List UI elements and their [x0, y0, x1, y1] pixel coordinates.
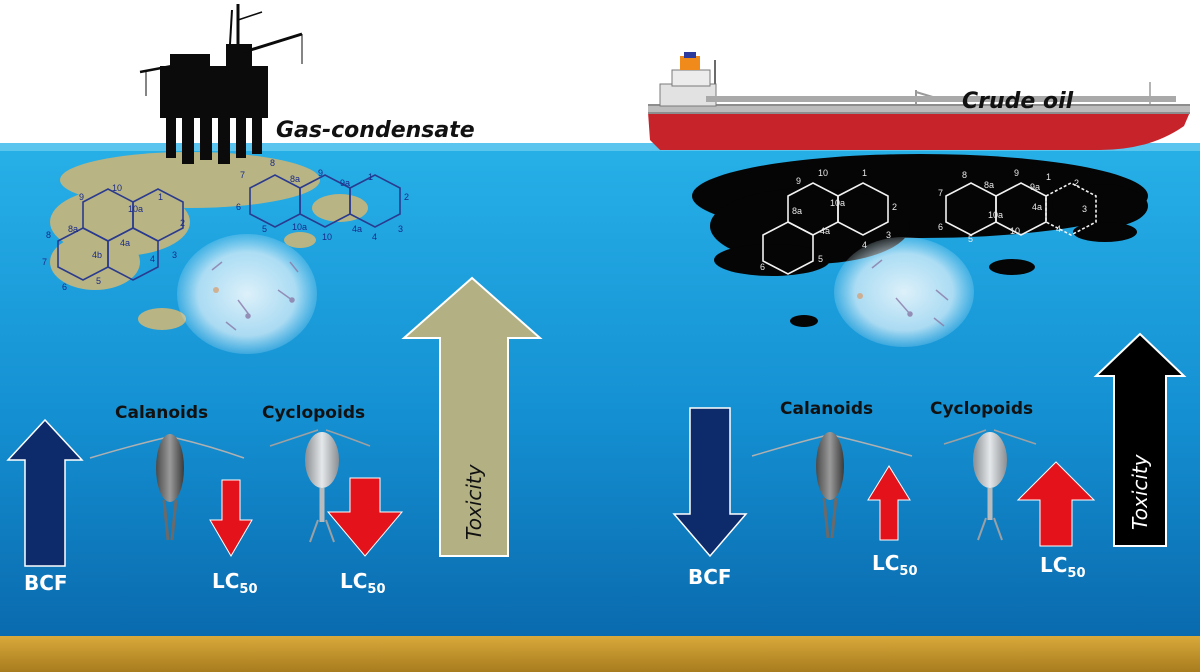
svg-text:8: 8	[270, 158, 275, 168]
calanoids-label-right: Calanoids	[780, 399, 873, 419]
crude-oil-slick	[692, 154, 1148, 327]
svg-text:10a: 10a	[128, 204, 143, 214]
lc50-label-right-cyclopoid: LC50	[1040, 553, 1086, 581]
toxicity-arrow-up-right	[1093, 332, 1187, 547]
svg-text:10: 10	[818, 168, 828, 178]
svg-text:4: 4	[372, 232, 377, 242]
plankton-bubble-left	[177, 234, 317, 354]
bcf-arrow-down-right	[672, 407, 748, 558]
calanoid-copepod-left	[89, 434, 245, 541]
svg-text:2: 2	[1074, 178, 1079, 188]
svg-text:4: 4	[150, 254, 155, 264]
pah-numbers-left-a: 9 10 10a 1 2 3 4 4a 4b 5 6 7 8 8a	[42, 183, 185, 292]
svg-text:6: 6	[236, 202, 241, 212]
svg-text:8a: 8a	[290, 174, 300, 184]
svg-text:5: 5	[968, 234, 973, 244]
svg-text:9: 9	[318, 168, 323, 178]
bcf-label-left: BCF	[24, 571, 68, 595]
svg-text:7: 7	[938, 188, 943, 198]
lc50-label-left-cyclopoid: LC50	[340, 569, 386, 597]
lc50-arrow-down-left-cyclopoid	[326, 477, 404, 557]
pah-molecule-left-a	[57, 188, 184, 281]
svg-text:1: 1	[158, 192, 163, 202]
svg-text:10a: 10a	[988, 210, 1003, 220]
lc50-arrow-up-right-cyclopoid	[1016, 461, 1096, 547]
svg-text:4b: 4b	[92, 250, 102, 260]
lc50-label-right-calanoid: LC50	[872, 551, 918, 579]
svg-text:8a: 8a	[68, 224, 78, 234]
gas-condensate-slick	[50, 152, 368, 330]
svg-text:10: 10	[112, 183, 122, 193]
svg-text:1: 1	[1046, 172, 1051, 182]
bcf-arrow-up-left	[6, 418, 84, 567]
calanoids-label-left: Calanoids	[115, 403, 208, 423]
svg-text:4a: 4a	[352, 224, 362, 234]
svg-text:7: 7	[240, 170, 245, 180]
svg-text:10: 10	[1010, 226, 1020, 236]
cyclopoids-label-left: Cyclopoids	[262, 403, 365, 423]
svg-text:5: 5	[96, 276, 101, 286]
svg-text:7: 7	[42, 257, 47, 267]
svg-text:10a: 10a	[292, 222, 307, 232]
oil-platform-icon	[139, 4, 303, 164]
right-title: Crude oil	[962, 89, 1074, 114]
svg-text:8: 8	[962, 170, 967, 180]
oil-tanker-ship-icon	[648, 52, 1190, 150]
svg-text:6: 6	[938, 222, 943, 232]
pah-numbers-right-b: 1 2 3 4 4a 10 10a 5 6 7 8 8a 9 9a	[938, 168, 1087, 244]
pah-numbers-left-b: 1 2 3 4 4a 10 10a 5 6 7 8 8a 9 9a	[236, 158, 409, 242]
plankton-bubble-right	[834, 237, 974, 347]
svg-text:1: 1	[862, 168, 867, 178]
svg-text:3: 3	[886, 230, 891, 240]
svg-text:3: 3	[1082, 204, 1087, 214]
lc50-arrow-up-right-calanoid	[867, 465, 911, 541]
left-title: Gas-condensate	[276, 118, 475, 143]
calanoid-copepod-right	[751, 432, 913, 539]
svg-text:8: 8	[46, 230, 51, 240]
seabed	[0, 636, 1200, 672]
svg-text:9: 9	[1014, 168, 1019, 178]
water-surface-glow	[0, 143, 1200, 151]
svg-text:6: 6	[62, 282, 67, 292]
svg-text:1: 1	[368, 172, 373, 182]
pah-molecule-right-b	[945, 182, 1097, 236]
svg-text:8a: 8a	[792, 206, 802, 216]
svg-text:10: 10	[322, 232, 332, 242]
svg-text:5: 5	[818, 254, 823, 264]
svg-text:4a: 4a	[1032, 202, 1042, 212]
svg-text:2: 2	[892, 202, 897, 212]
cyclopoid-copepod-right	[943, 429, 1037, 541]
svg-text:4: 4	[862, 240, 867, 250]
svg-text:8a: 8a	[984, 180, 994, 190]
svg-text:3: 3	[172, 250, 177, 260]
toxicity-arrow-up-left	[401, 276, 543, 557]
toxicity-label-left: Toxicity	[462, 463, 486, 540]
svg-text:4a: 4a	[820, 226, 830, 236]
svg-text:9: 9	[79, 192, 84, 202]
toxicity-label-right: Toxicity	[1128, 453, 1152, 530]
lc50-label-left-calanoid: LC50	[212, 569, 258, 597]
svg-text:3: 3	[398, 224, 403, 234]
pah-numbers-right-a: 9 10 10a 1 2 3 4 4a 5 6 8a	[760, 168, 897, 272]
svg-text:4a: 4a	[120, 238, 130, 248]
svg-text:9a: 9a	[1030, 182, 1040, 192]
svg-text:9a: 9a	[340, 178, 350, 188]
lc50-arrow-down-left-calanoid	[209, 479, 253, 557]
pah-molecule-left-b	[249, 174, 401, 228]
cyclopoids-label-right: Cyclopoids	[930, 399, 1033, 419]
bcf-label-right: BCF	[688, 565, 732, 589]
svg-text:6: 6	[760, 262, 765, 272]
svg-text:9: 9	[796, 176, 801, 186]
pah-molecule-right-a	[762, 182, 889, 275]
svg-text:4: 4	[1056, 224, 1061, 234]
svg-text:5: 5	[262, 224, 267, 234]
svg-text:2: 2	[180, 218, 185, 228]
svg-text:2: 2	[404, 192, 409, 202]
cyclopoid-copepod-left	[269, 429, 371, 543]
svg-text:10a: 10a	[830, 198, 845, 208]
